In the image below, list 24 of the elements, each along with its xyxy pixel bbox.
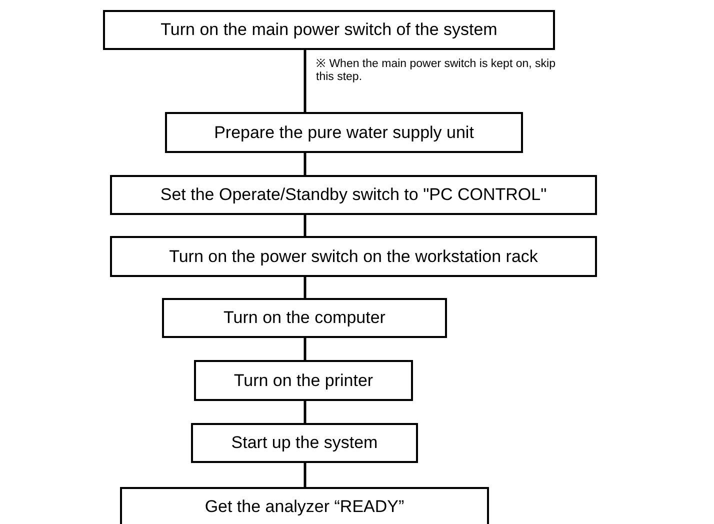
step-box xyxy=(120,487,489,524)
step-text: Get the analyzer “READY” xyxy=(204,497,404,517)
connector-line xyxy=(304,153,306,175)
step-box xyxy=(165,112,523,153)
connector-line xyxy=(304,401,306,423)
connector-line xyxy=(304,215,306,236)
step-text: Turn on the computer xyxy=(224,308,386,328)
step-text: Prepare the pure water supply unit xyxy=(214,122,474,142)
step-box xyxy=(191,423,418,463)
step-text: Turn on the main power switch of the system xyxy=(160,20,498,40)
step-box xyxy=(162,298,447,338)
step-box xyxy=(110,175,597,215)
connector-line xyxy=(304,277,306,298)
connector-line xyxy=(304,50,306,112)
step-box xyxy=(194,360,413,401)
step-text: Set the Operate/Standby switch to "PC CONTROL" xyxy=(160,185,547,205)
connector-line xyxy=(304,338,306,360)
step-text: Turn on the printer xyxy=(234,370,374,390)
connector-line xyxy=(304,463,306,487)
step-box xyxy=(103,10,555,50)
step-text: Start up the system xyxy=(231,433,378,453)
note-text: ※ When the main power switch is kept on, skip this step. xyxy=(316,58,556,84)
step-box xyxy=(110,236,597,277)
step-text: Turn on the power switch on the workstation rack xyxy=(169,246,538,266)
